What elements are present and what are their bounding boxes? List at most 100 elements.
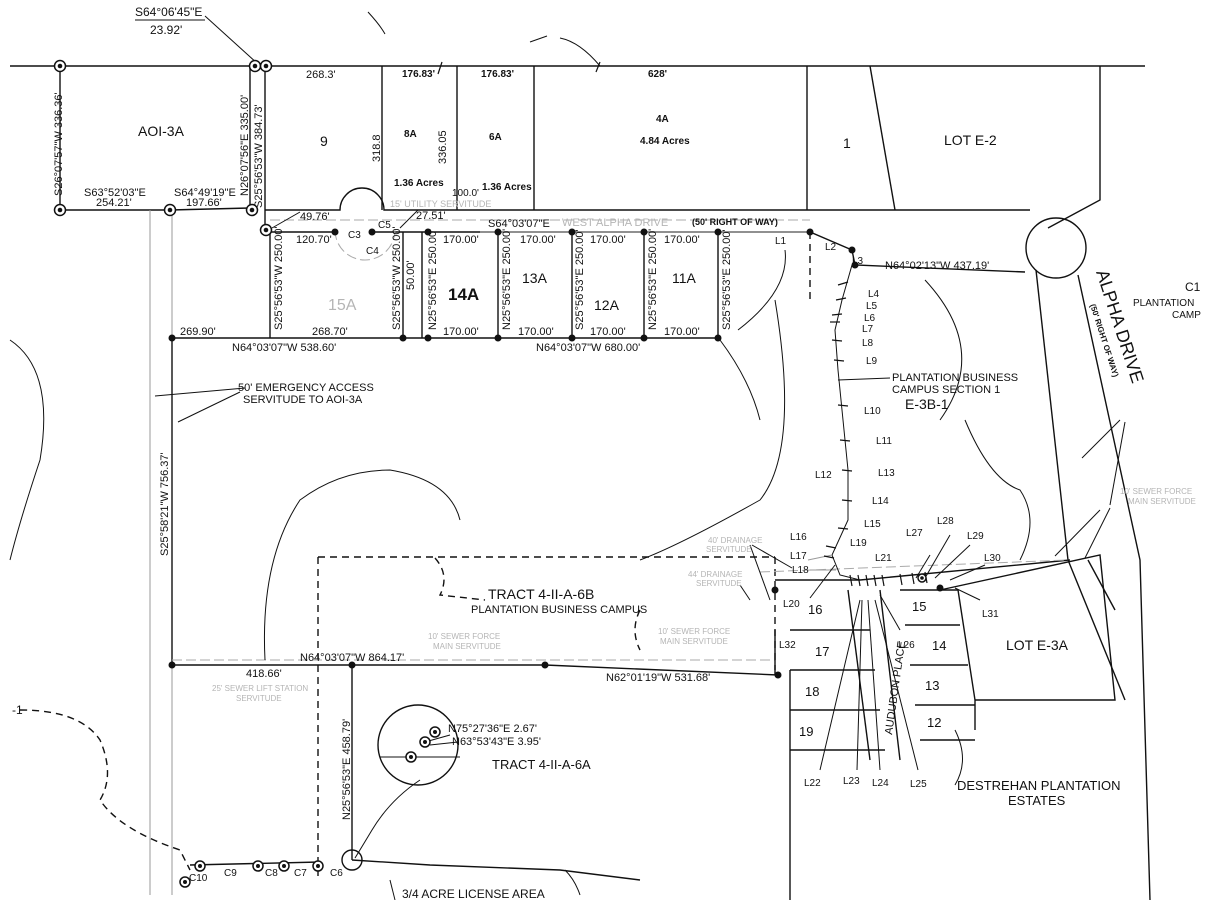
- lot-17: 17: [815, 644, 829, 659]
- plantation-camp-2: CAMP: [1172, 310, 1201, 321]
- line-l19: L19: [850, 538, 867, 549]
- tract-line-bearing: N64°03'07"W 864.17': [300, 652, 404, 664]
- small-bearing-2: N63°53'43"E 3.95': [452, 736, 541, 748]
- dist-49-76: 49.76': [300, 211, 330, 223]
- west-alpha-bearing: S64°03'07"E: [488, 218, 550, 230]
- west-alpha-row: (50' RIGHT OF WAY): [692, 217, 778, 227]
- tract-line-bearing-2: N62°01'19"W 531.68': [606, 672, 710, 684]
- curve-c5: C5: [378, 220, 391, 231]
- lot-15: 15: [912, 599, 926, 614]
- dist-50: 50.00': [405, 260, 417, 290]
- line-l2: L2: [825, 242, 837, 253]
- curve-c8: C8: [265, 868, 278, 879]
- license-area: 3/4 ACRE LICENSE AREA: [402, 887, 545, 900]
- lot-1: 1: [843, 135, 851, 151]
- aoi-south-bearing-2: S64°49'19"E: [174, 187, 236, 199]
- lot14a-east: N25°56'53"E 250.00': [427, 229, 439, 330]
- line-l6: L6: [864, 313, 876, 324]
- line-l12: L12: [815, 470, 832, 481]
- emergency-label-1: 50' EMERGENCY ACCESS: [238, 382, 374, 394]
- dist-418-66: 418.66': [246, 668, 282, 680]
- line-l1: L1: [775, 236, 787, 247]
- line-l7: L7: [862, 324, 874, 335]
- lot-13a: 13A: [522, 270, 548, 286]
- lot-4a: 4A: [656, 114, 669, 125]
- survey-monuments: [53, 59, 944, 888]
- dist-170-a: 170.00': [443, 234, 479, 246]
- line-l23: L23: [843, 776, 860, 787]
- destrehan-2: ESTATES: [1008, 793, 1066, 808]
- dist-176-83-b: 176.83': [481, 69, 514, 80]
- aoi-south-distance-1: 254.21': [96, 197, 132, 209]
- sewer-servitude-b-2: MAIN SERVITUDE: [433, 642, 501, 651]
- lot-c1: C1: [1185, 280, 1201, 294]
- pbc-label-2: CAMPUS SECTION 1: [892, 384, 1000, 396]
- tract-6b: TRACT 4-II-A-6B: [488, 586, 594, 602]
- line-l3: L3: [852, 256, 864, 267]
- lot-9: 9: [320, 133, 328, 149]
- lot-8a: 8A: [404, 129, 417, 140]
- lot-aoi-3a: AOI-3A: [138, 123, 185, 139]
- curve-c6: C6: [330, 868, 343, 879]
- west-alpha-name: WEST ALPHA DRIVE: [562, 217, 668, 229]
- dist-628: 628': [648, 69, 667, 80]
- line-l21: L21: [875, 553, 892, 564]
- dist-318-8: 318.8: [371, 134, 383, 162]
- dist-170-d: 170.00': [664, 234, 700, 246]
- lot-11a: 11A: [672, 270, 697, 286]
- curve-c9: C9: [224, 868, 237, 879]
- line-l14: L14: [872, 496, 889, 507]
- lot-6a-area: 1.36 Acres: [482, 182, 532, 193]
- aoi-south-bearing-1: S63°52'03"E: [84, 187, 146, 199]
- line-l15: L15: [864, 519, 881, 530]
- tract-6a: TRACT 4-II-A-6A: [492, 757, 591, 772]
- destrehan-1: DESTREHAN PLANTATION: [957, 778, 1120, 793]
- line-l8: L8: [862, 338, 874, 349]
- lot-18: 18: [805, 684, 819, 699]
- line-l25: L25: [910, 779, 927, 790]
- line-l30: L30: [984, 553, 1001, 564]
- line-l28: L28: [937, 516, 954, 527]
- top-callout-bearing: S64°06'45"E: [135, 5, 202, 19]
- line-l4: L4: [868, 289, 880, 300]
- lot-6a: 6A: [489, 132, 502, 143]
- lot-15a: 15A: [328, 297, 357, 314]
- dist-170-f: 170.00': [518, 326, 554, 338]
- lot-12: 12: [927, 715, 941, 730]
- line-l24: L24: [872, 778, 889, 789]
- aoi-east-bearing: N26°07'56"E 335.00': [239, 95, 251, 196]
- line-l32: L32: [779, 640, 796, 651]
- line-l5: L5: [866, 301, 878, 312]
- dist-100: 100.0': [452, 188, 479, 199]
- sewer-servitude-a-2: MAIN SERVITUDE: [1128, 497, 1196, 506]
- small-bearing-1: N75°27'36"E 2.67': [448, 723, 537, 735]
- lot-14a: 14A: [448, 285, 479, 304]
- emergency-label-2: SERVITUDE TO AOI-3A: [243, 394, 363, 406]
- lots-south-bearing-2: N64°03'07"W 680.00': [536, 342, 640, 354]
- line-l22: L22: [804, 778, 821, 789]
- dist-268-70: 268.70': [312, 326, 348, 338]
- line-l10: L10: [864, 406, 881, 417]
- plantation-camp-1: PLANTATION: [1133, 298, 1194, 309]
- dist-268-3: 268.3': [306, 69, 336, 81]
- lot-e2: LOT E-2: [944, 132, 997, 148]
- lot14a-west: S25°56'53"W 250.00': [391, 226, 403, 330]
- alpha-bearing: N64°02'13"W 437.19': [885, 260, 989, 272]
- lot-e3a: LOT E-3A: [1006, 637, 1069, 653]
- tract-6a-west: N25°56'53"E 458.79': [341, 719, 353, 820]
- lot15a-west: S25°56'53"W 250.00': [273, 226, 285, 330]
- line-l16: L16: [790, 532, 807, 543]
- dist-336-05: 336.05: [437, 130, 449, 164]
- lot-14: 14: [932, 638, 946, 653]
- top-callout-distance: 23.92': [150, 23, 182, 37]
- sewer-servitude-a-1: 10' SEWER FORCE: [1120, 487, 1192, 496]
- drainage-44-2: SERVITUDE: [696, 579, 742, 588]
- lot-16: 16: [808, 602, 822, 617]
- pbc-label-1: PLANTATION BUSINESS: [892, 372, 1018, 384]
- lot12a-west: S25°56'53"E 250.00': [574, 229, 586, 330]
- drainage-44-1: 44' DRAINAGE: [688, 570, 742, 579]
- line-l11: L11: [876, 436, 892, 447]
- dist-170-b: 170.00': [520, 234, 556, 246]
- lift-servitude-1: 25' SEWER LIFT STATION: [212, 684, 308, 693]
- lot-19: 19: [799, 724, 813, 739]
